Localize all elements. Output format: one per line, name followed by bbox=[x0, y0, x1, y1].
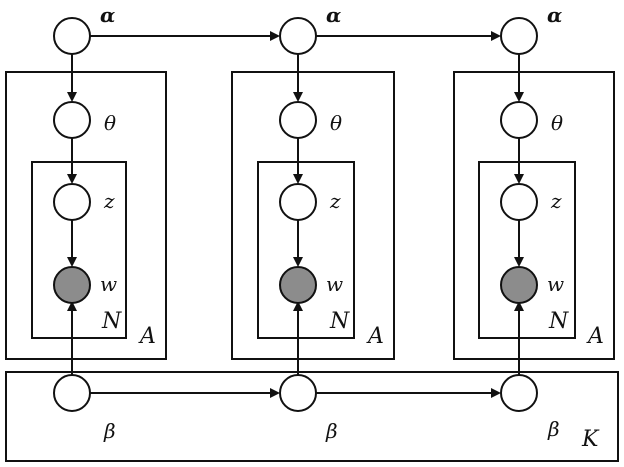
node-alpha-1 bbox=[53, 17, 91, 55]
plate-a-1 bbox=[5, 71, 167, 360]
node-w-3 bbox=[500, 266, 538, 304]
node-w-2 bbox=[279, 266, 317, 304]
node-beta-3 bbox=[500, 374, 538, 412]
node-beta-3-label: β bbox=[547, 417, 560, 441]
plate-n-3 bbox=[478, 161, 576, 339]
node-alpha-1-label: α bbox=[100, 3, 115, 27]
node-beta-1 bbox=[53, 374, 91, 412]
node-z-2-label: z bbox=[329, 189, 341, 213]
node-w-1-label: w bbox=[100, 272, 117, 296]
plate-a-1-label: A bbox=[138, 324, 156, 349]
plate-n-3-label: N bbox=[548, 309, 569, 334]
node-z-1-label: z bbox=[103, 189, 115, 213]
node-w-1 bbox=[53, 266, 91, 304]
node-w-3-label: w bbox=[547, 272, 564, 296]
plate-a-3 bbox=[453, 71, 615, 360]
node-alpha-2-label: α bbox=[326, 3, 341, 27]
plate-n-2 bbox=[257, 161, 355, 339]
plate-a-2-label: A bbox=[366, 324, 384, 349]
plate-a-3-label: A bbox=[586, 324, 604, 349]
node-w-2-label: w bbox=[326, 272, 343, 296]
node-beta-2-label: β bbox=[325, 419, 338, 443]
plate-a-2 bbox=[231, 71, 395, 360]
node-beta-2 bbox=[279, 374, 317, 412]
node-theta-2 bbox=[279, 101, 317, 139]
node-alpha-2 bbox=[279, 17, 317, 55]
plate-n-2-label: N bbox=[329, 309, 350, 334]
node-theta-1-label: θ bbox=[104, 111, 116, 135]
node-z-1 bbox=[53, 183, 91, 221]
node-z-2 bbox=[279, 183, 317, 221]
plate-k bbox=[5, 371, 619, 462]
plate-k-label: K bbox=[581, 427, 600, 452]
node-theta-3 bbox=[500, 101, 538, 139]
node-theta-3-label: θ bbox=[551, 111, 563, 135]
plate-n-1 bbox=[31, 161, 127, 339]
node-alpha-3 bbox=[500, 17, 538, 55]
node-theta-2-label: θ bbox=[330, 111, 342, 135]
node-z-3-label: z bbox=[550, 189, 562, 213]
node-alpha-3-label: α bbox=[547, 3, 562, 27]
node-beta-1-label: β bbox=[103, 419, 116, 443]
node-z-3 bbox=[500, 183, 538, 221]
plate-n-1-label: N bbox=[101, 309, 122, 334]
node-theta-1 bbox=[53, 101, 91, 139]
